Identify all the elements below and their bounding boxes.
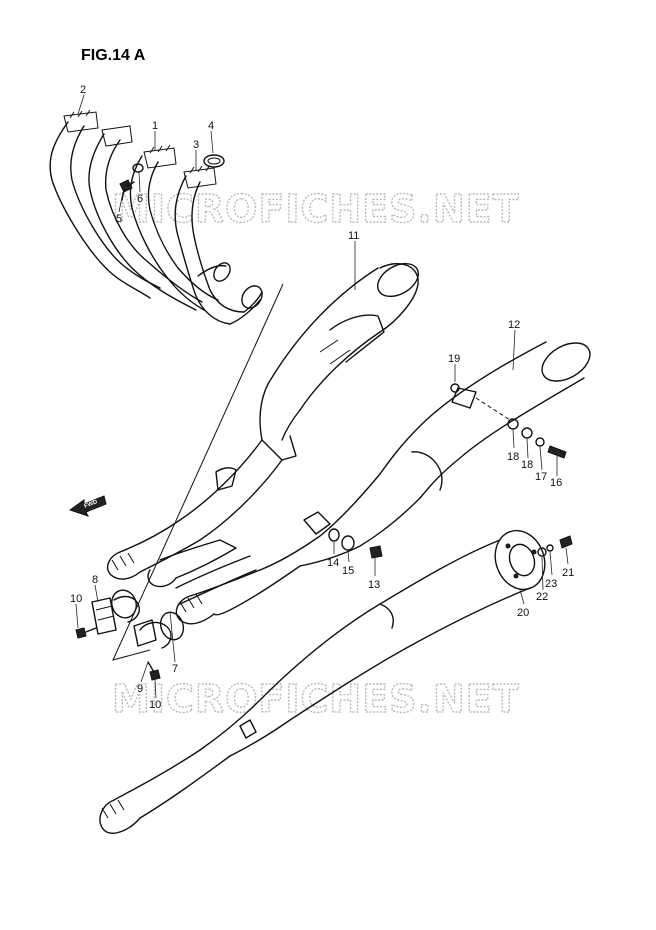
washer-18b	[521, 427, 533, 439]
washer-19	[450, 383, 460, 393]
muffler-12	[175, 341, 591, 625]
watermark-top: MICROFICHES.NET	[112, 187, 520, 231]
clamps-and-bolts	[75, 383, 567, 681]
exhaust-header-pipes	[49, 109, 263, 325]
washer-15	[341, 535, 355, 551]
fwd-label: FWD	[84, 499, 100, 510]
callout-20: 20	[517, 607, 529, 619]
bolt-16	[547, 445, 567, 459]
bolt-13	[369, 545, 383, 559]
callout-14: 14	[327, 557, 339, 569]
clamp-8	[91, 597, 117, 635]
muffler-lower	[99, 529, 573, 834]
callout-5: 5	[116, 213, 122, 225]
callout-labels: 2 1 4 3 6 5 11 12 19 18 18 17 16 14 15 1…	[70, 84, 574, 711]
callout-2: 2	[80, 84, 86, 96]
callout-19: 19	[448, 353, 460, 365]
callout-12: 12	[508, 319, 520, 331]
bolt-21	[559, 535, 573, 549]
callout-6: 6	[137, 193, 143, 205]
callout-23: 23	[545, 578, 557, 590]
washer-22	[537, 547, 547, 557]
washer-17	[535, 437, 545, 447]
section-outline	[112, 283, 284, 661]
callout-16: 16	[550, 477, 562, 489]
washer-23	[546, 544, 554, 552]
callout-7: 7	[172, 663, 178, 675]
connector-pipes	[111, 539, 257, 649]
forward-direction-arrow: FWD	[68, 495, 107, 517]
gasket-4	[203, 154, 225, 168]
callout-11: 11	[348, 230, 359, 242]
bolt-5	[119, 179, 133, 193]
callout-22: 22	[536, 591, 548, 603]
callout-8: 8	[92, 574, 98, 586]
callout-4: 4	[208, 120, 214, 132]
bolt-10b	[149, 669, 161, 681]
callout-10-lower: 10	[149, 699, 161, 711]
callout-21: 21	[562, 567, 574, 579]
callout-3: 3	[193, 139, 199, 151]
muffler-11	[106, 262, 419, 580]
gasket-and-bolt-parts	[119, 154, 225, 201]
washer-14	[328, 528, 340, 542]
callout-9: 9	[137, 683, 143, 695]
washer-6	[132, 163, 144, 173]
callout-1: 1	[152, 120, 158, 132]
bolt-10a	[75, 627, 87, 639]
clamp-9	[133, 619, 157, 647]
watermark-bottom: MICROFICHES.NET	[112, 677, 520, 721]
callout-18-right: 18	[521, 459, 533, 471]
figure-title: FIG.14 A	[81, 47, 146, 64]
callout-10-upper: 10	[70, 593, 82, 605]
callout-18-left: 18	[507, 451, 519, 463]
leader-lines	[75, 94, 569, 699]
callout-15: 15	[342, 565, 354, 577]
callout-13: 13	[368, 579, 380, 591]
callout-17: 17	[535, 471, 547, 483]
washer-18a	[507, 418, 519, 430]
